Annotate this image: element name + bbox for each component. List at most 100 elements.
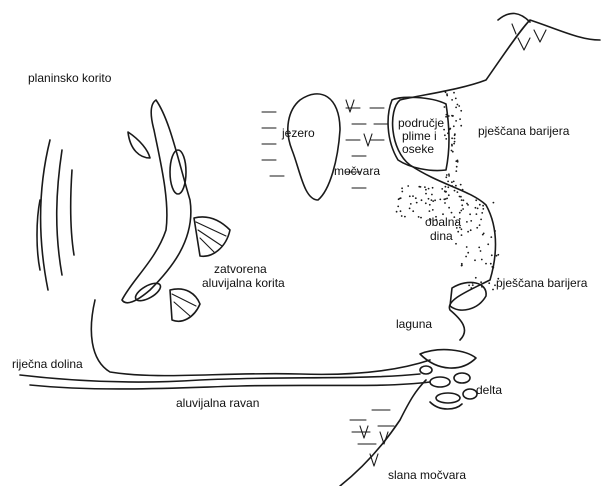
sand-dot [404, 216, 406, 218]
sand-dot [492, 289, 494, 291]
sand-dot [491, 254, 493, 256]
sand-dot [409, 208, 411, 210]
sand-dot [488, 282, 490, 284]
label-aluvijalna-ravan: aluvijalna ravan [176, 396, 259, 410]
sand-dot [475, 277, 477, 279]
sand-dot [455, 107, 457, 109]
label-laguna: laguna [396, 317, 432, 331]
sand-dot [470, 229, 472, 231]
sand-dot [470, 220, 472, 222]
sand-dot [490, 236, 492, 238]
sand-dot [451, 144, 453, 146]
sand-dot [452, 115, 454, 117]
sand-dot [451, 99, 453, 101]
sand-dot [415, 197, 417, 199]
sand-dot [455, 120, 457, 122]
sand-dot [457, 191, 459, 193]
sand-dot [429, 210, 431, 212]
sand-dot [482, 208, 484, 210]
sand-dot [465, 256, 467, 258]
sand-dot [456, 166, 458, 168]
sand-dot [446, 174, 448, 176]
sand-dot [457, 231, 459, 233]
sand-dot [420, 186, 422, 188]
sand-dot [445, 116, 447, 118]
sand-dot [460, 125, 462, 127]
sand-dot [468, 285, 470, 287]
label-zatvorena-line1: zatvorena [214, 262, 267, 276]
sand-dot [475, 207, 477, 209]
sand-dot [448, 194, 450, 196]
label-mocvara: močvara [334, 164, 380, 178]
sand-dot [477, 208, 479, 210]
sand-dot [447, 186, 449, 188]
sand-dot [472, 282, 474, 284]
sand-dot [480, 219, 482, 221]
sand-dot [446, 93, 448, 95]
sand-dot [400, 210, 402, 212]
sand-dot [447, 181, 449, 183]
label-podrucje-line1: područje [398, 116, 444, 130]
sand-dot [444, 134, 446, 136]
sand-dot [487, 243, 489, 245]
sand-dot [462, 208, 464, 210]
sand-dot [466, 221, 468, 223]
sand-dot [428, 198, 430, 200]
sand-dot [446, 114, 448, 116]
sand-dot [451, 181, 453, 183]
sand-dot [481, 286, 483, 288]
sand-dot [424, 186, 426, 188]
sand-dot [497, 254, 499, 256]
sand-dot [454, 138, 456, 140]
label-jezero: jezero [282, 126, 315, 140]
sand-dot [425, 202, 427, 204]
sand-dot [445, 138, 447, 140]
label-delta: delta [476, 383, 502, 397]
sand-dot [479, 204, 481, 206]
sand-dot [476, 213, 478, 215]
sand-dot [455, 243, 457, 245]
sand-dot [475, 199, 477, 201]
coastline-inner [498, 13, 530, 22]
label-planinsko-korito: planinsko korito [28, 71, 111, 85]
sand-dot [439, 199, 441, 201]
sand-dot [470, 287, 472, 289]
sand-dot [443, 198, 445, 200]
sand-dot [474, 259, 476, 261]
sand-dot [445, 186, 447, 188]
sand-dot [461, 199, 463, 201]
sand-dot [434, 199, 436, 201]
sand-dot [483, 233, 485, 235]
sand-dot [481, 212, 483, 214]
sand-dot [493, 202, 495, 204]
sand-dot [451, 212, 453, 214]
lagoon-outline [450, 282, 486, 310]
sand-dot [462, 189, 464, 191]
sand-dot [445, 91, 447, 93]
label-pjescana-barijera-top: pješčana barijera [478, 124, 569, 138]
sand-dot [459, 196, 461, 198]
sand-dot [407, 185, 409, 187]
sand-dot [448, 115, 450, 117]
sand-dot [454, 133, 456, 135]
sand-dot [455, 170, 457, 172]
sand-dot [449, 128, 451, 130]
sand-dot [409, 195, 411, 197]
sand-dot [412, 195, 414, 197]
sand-dot [460, 110, 462, 112]
sand-dot [469, 213, 471, 215]
sand-dot [401, 215, 403, 217]
sand-dot [441, 188, 443, 190]
delta-islands [420, 350, 477, 409]
sand-dot [457, 160, 459, 162]
sand-dot [454, 141, 456, 143]
label-rijecna-dolina: riječna dolina [12, 357, 83, 371]
sand-dot [453, 143, 455, 145]
sand-dot [453, 125, 455, 127]
sand-dot [467, 231, 469, 233]
lake-outline [288, 94, 340, 200]
label-podrucje-line2: plime i [402, 129, 437, 143]
sand-dot [455, 185, 457, 187]
mountain-channel-strokes [37, 140, 74, 290]
